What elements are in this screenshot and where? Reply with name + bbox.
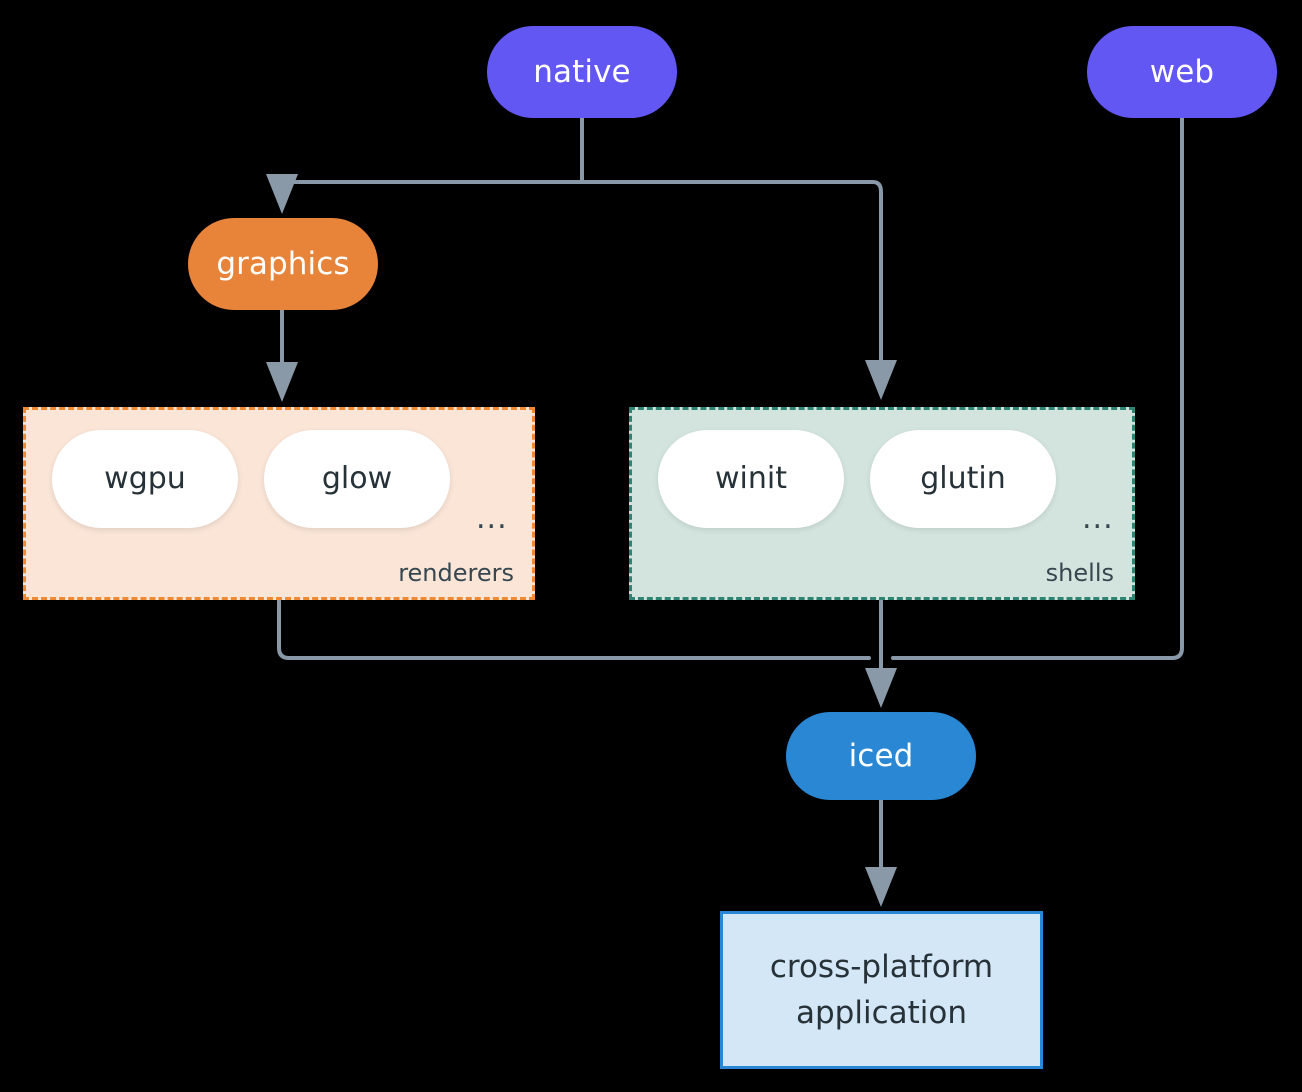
node-application-label-line2: application [796, 995, 967, 1031]
leaf-pill-glutin[interactable]: glutin [870, 430, 1056, 528]
node-iced[interactable]: iced [786, 712, 976, 800]
edge-native-to-graphics [266, 174, 584, 214]
node-graphics[interactable]: graphics [188, 218, 378, 310]
edge-native-to-shells [580, 180, 897, 400]
group-shells-items: winit glutin ... [632, 410, 1132, 597]
leaf-pill-glutin-label: glutin [920, 461, 1006, 496]
node-application[interactable]: cross-platform application [720, 911, 1043, 1069]
leaf-pill-wgpu-label: wgpu [104, 461, 186, 496]
node-native[interactable]: native [487, 26, 677, 118]
renderers-ellipsis: ... [476, 500, 508, 536]
shells-ellipsis: ... [1082, 500, 1114, 536]
node-iced-label: iced [848, 737, 914, 774]
group-renderers[interactable]: wgpu glow ... renderers [23, 407, 535, 600]
group-renderers-label: renderers [398, 559, 514, 587]
group-renderers-items: wgpu glow ... [26, 410, 532, 597]
group-shells[interactable]: winit glutin ... shells [629, 407, 1135, 600]
node-native-label: native [533, 53, 631, 90]
group-shells-label: shells [1045, 559, 1114, 587]
leaf-pill-winit-label: winit [715, 461, 787, 496]
node-application-label-line1: cross-platform [769, 948, 994, 985]
leaf-pill-glow-label: glow [321, 461, 393, 496]
leaf-pill-winit[interactable]: winit [658, 430, 844, 528]
node-web[interactable]: web [1087, 26, 1277, 118]
node-web-label: web [1149, 53, 1215, 90]
node-graphics-label: graphics [216, 245, 350, 282]
leaf-pill-wgpu[interactable]: wgpu [52, 430, 238, 528]
leaf-pill-glow[interactable]: glow [264, 430, 450, 528]
edge-renderers-to-iced [277, 599, 871, 660]
